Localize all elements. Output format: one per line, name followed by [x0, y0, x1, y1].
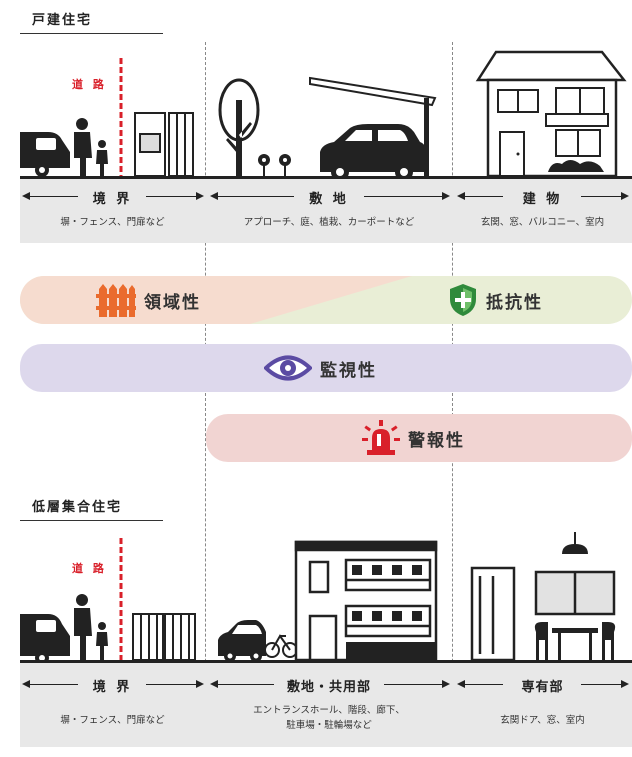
- zone-divider-1: [205, 42, 206, 747]
- section-title-lowrise: 低層集合住宅: [32, 500, 123, 515]
- resistance-label: 抵抗性: [486, 293, 543, 313]
- zone-divider-2: [452, 42, 453, 747]
- arrow-right: [581, 196, 623, 197]
- arrowhead-right-icon: [621, 680, 629, 688]
- title-underline: [20, 520, 163, 521]
- zone-label-band-top: [20, 179, 632, 243]
- arrow-right: [581, 684, 623, 685]
- gate-icon: [134, 112, 194, 177]
- arrowhead-left-icon: [22, 680, 30, 688]
- bicycle-icon: [264, 634, 298, 658]
- gate-icon: [132, 613, 196, 661]
- section-title-detached: 戸建住宅: [32, 13, 93, 28]
- ground-line-bottom: [20, 660, 632, 663]
- zone-private-bottom: 専有部 玄関ドア、窓、室内: [453, 676, 632, 728]
- arrow-left: [461, 684, 503, 685]
- car-icon: [20, 132, 70, 177]
- lamp-icon: [562, 532, 588, 554]
- title-underline: [20, 33, 163, 34]
- zone-site-top: 敷 地 アプローチ、庭、植栽、カーポートなど: [206, 188, 452, 230]
- zone-label: 専有部: [521, 680, 564, 695]
- arrowhead-right-icon: [196, 680, 204, 688]
- alarm-pill: [206, 414, 632, 462]
- detached-illustration: [20, 50, 627, 181]
- zone-boundary-bottom: 境 界 塀・フェンス、門扉など: [20, 676, 205, 728]
- dining-set-icon: [534, 622, 616, 660]
- arrow-left: [26, 684, 78, 685]
- window-icon: [534, 570, 616, 616]
- house-icon: [475, 50, 627, 178]
- alarm-label: 警報性: [408, 431, 465, 451]
- zone-sub: 塀・フェンス、門扉など: [60, 217, 165, 228]
- arrow-right: [146, 684, 198, 685]
- zone-sub: 玄関、窓、バルコニー、室内: [480, 217, 605, 228]
- arrow-right: [364, 196, 444, 197]
- surveillance-label: 監視性: [320, 361, 377, 381]
- lowrise-illustration: [20, 532, 616, 662]
- road-label-top: 道 路: [72, 78, 107, 91]
- arrowhead-left-icon: [210, 192, 218, 200]
- fence-icon: [96, 284, 136, 317]
- zone-label-band-bottom: [20, 663, 632, 747]
- siren-icon: [362, 420, 400, 455]
- eye-icon: [264, 355, 312, 381]
- road-label-bottom: 道 路: [72, 562, 107, 575]
- arrowhead-left-icon: [210, 680, 218, 688]
- arrowhead-right-icon: [442, 680, 450, 688]
- arrow-left: [214, 684, 274, 685]
- pedestrians-icon: [74, 118, 108, 176]
- arrow-right: [384, 684, 444, 685]
- shield-icon: [450, 284, 476, 316]
- zone-label: 建 物: [522, 192, 563, 207]
- zone-building-top: 建 物 玄関、窓、バルコニー、室内: [453, 188, 632, 230]
- territory-label: 領域性: [144, 293, 201, 313]
- zone-label: 敷地・共用部: [286, 680, 371, 695]
- zone-sub: 塀・フェンス、門扉など: [60, 715, 165, 726]
- arrow-right: [146, 196, 198, 197]
- zone-sub-line1: エントランスホール、階段、廊下、: [253, 705, 405, 716]
- surveillance-pill: [20, 344, 632, 392]
- zone-label: 境 界: [92, 192, 133, 207]
- tree-icon: [218, 78, 260, 176]
- zone-sub-line2: 駐車場・駐輪場など: [286, 720, 372, 731]
- zone-site-common-bottom: 敷地・共用部 エントランスホール、階段、廊下、 駐車場・駐輪場など: [206, 676, 452, 733]
- ground-line-top: [20, 176, 632, 179]
- zone-boundary-top: 境 界 塀・フェンス、門扉など: [20, 188, 205, 230]
- arrowhead-left-icon: [22, 192, 30, 200]
- apartment-windows: [346, 565, 436, 660]
- zone-label: 敷 地: [309, 192, 349, 207]
- arrowhead-right-icon: [196, 192, 204, 200]
- pedestrians-icon: [74, 594, 108, 660]
- zone-label: 境 界: [92, 680, 133, 695]
- arrowhead-right-icon: [442, 192, 450, 200]
- door-icon: [470, 566, 516, 662]
- arrow-left: [461, 196, 503, 197]
- car-side-icon: [218, 620, 266, 662]
- flowers-icon: [258, 154, 291, 176]
- arrowhead-left-icon: [457, 680, 465, 688]
- arrow-left: [26, 196, 78, 197]
- zone-sub: 玄関ドア、窓、室内: [500, 715, 585, 726]
- arrowhead-right-icon: [621, 192, 629, 200]
- arrow-left: [214, 196, 294, 197]
- arrowhead-left-icon: [457, 192, 465, 200]
- car-icon: [20, 606, 70, 662]
- car-side-icon: [320, 124, 426, 181]
- carport-icon: [309, 76, 437, 176]
- zone-sub: アプローチ、庭、植栽、カーポートなど: [243, 217, 415, 228]
